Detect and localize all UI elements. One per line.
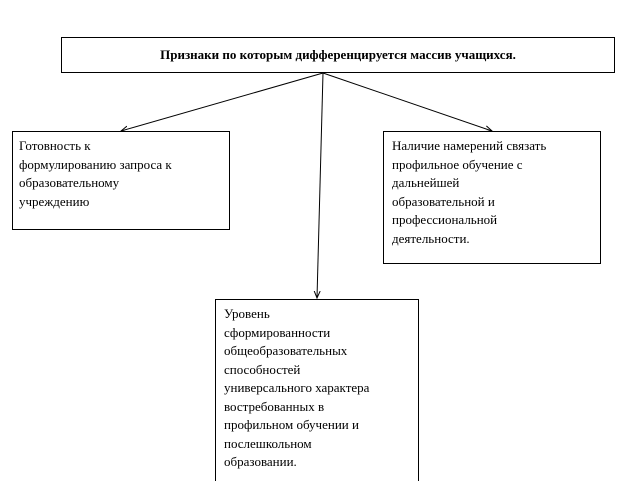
bottom-node-line: способностей <box>224 361 301 377</box>
bottom-node-line: общеобразовательных <box>224 343 348 358</box>
bottom-node-line: востребованных в <box>224 398 325 414</box>
right-node-line: дальнейшей <box>392 175 460 190</box>
right-node-line: деятельности. <box>392 230 470 246</box>
left-node-line: образовательному <box>19 175 120 190</box>
bottom-node-line: универсального характера <box>224 380 370 395</box>
title-node-text: Признаки по которым дифференцируется мас… <box>160 47 516 62</box>
right-node: Наличие намерений связать профильное обу… <box>383 131 601 264</box>
left-node-line: учреждению <box>19 193 90 209</box>
bottom-node-line: профильном обучении и <box>224 417 359 432</box>
bottom-node-line: Уровень <box>224 306 270 321</box>
right-node-line: образовательной и <box>392 193 495 209</box>
bottom-node-line: послешкольном <box>224 435 312 451</box>
left-node: Готовность к формулированию запроса к об… <box>12 131 230 230</box>
right-node-line: профессиональной <box>392 212 498 227</box>
right-node-line: профильное обучение с <box>392 156 523 172</box>
arrow-title-to-bottom <box>317 72 324 298</box>
title-node: Признаки по которым дифференцируется мас… <box>61 37 615 73</box>
right-node-line: Наличие намерений связать <box>392 138 547 153</box>
bottom-node-line: сформированности <box>224 324 331 340</box>
left-node-line: формулированию запроса к <box>19 156 172 172</box>
arrow-title-to-right <box>322 72 492 131</box>
arrow-title-to-left <box>121 72 324 131</box>
left-node-line: Готовность к <box>19 138 91 153</box>
bottom-node-line: образовании. <box>224 454 297 469</box>
bottom-node: Уровень сформированности общеобразовател… <box>215 299 419 481</box>
